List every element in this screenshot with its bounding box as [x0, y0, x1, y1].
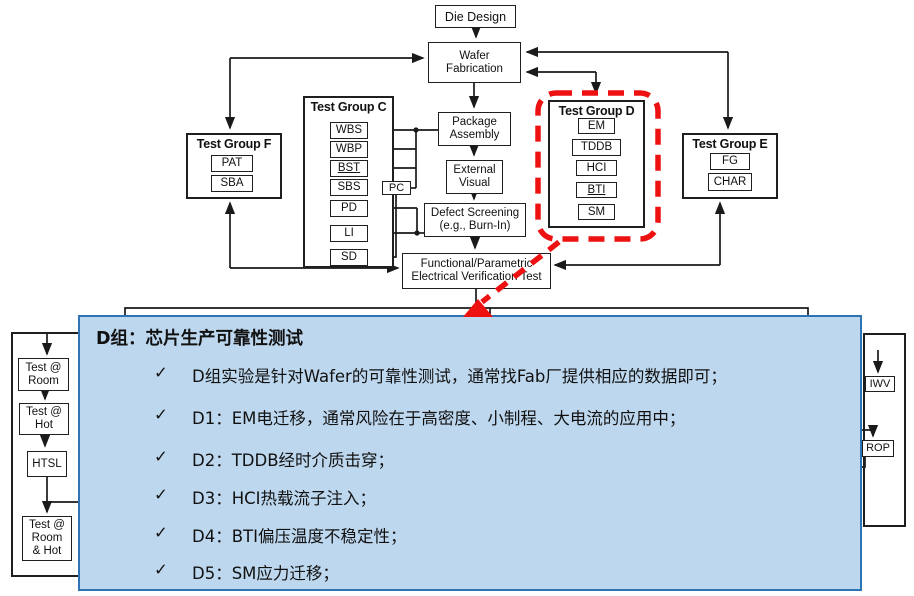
group-d-item-tddb: TDDB — [572, 139, 621, 156]
right-node-iwv: IWV — [865, 376, 895, 392]
left-node-test-hot: Test @ Hot — [19, 403, 69, 435]
callout-bullet-text: D2：TDDB经时介质击穿； — [192, 451, 395, 470]
right-flow-container — [863, 333, 906, 527]
node-die-design: Die Design — [435, 5, 516, 28]
node-functional-test: Functional/Parametric Electrical Verific… — [402, 253, 551, 289]
callout-bullet-text: D5：SM应力迁移； — [192, 564, 339, 583]
group-d-item-sm: SM — [578, 204, 615, 220]
node-external-visual: External Visual — [446, 160, 503, 194]
node-pc: PC — [382, 181, 411, 195]
check-icon: ✓ — [154, 405, 168, 424]
node-defect-screening: Defect Screening (e.g., Burn-In) — [424, 203, 526, 237]
callout-bullet-text: D3：HCI热载流子注入； — [192, 489, 376, 508]
check-icon: ✓ — [154, 560, 168, 579]
callout-title: D组：芯片生产可靠性测试 — [96, 329, 304, 349]
callout-bullet-text: D1：EM电迁移，通常风险在于高密度、小制程、大电流的应用中； — [192, 409, 686, 428]
group-c-item-sd: SD — [330, 249, 368, 266]
left-node-htsl: HTSL — [27, 451, 67, 477]
left-node-test-room: Test @ Room — [18, 358, 69, 391]
group-c-item-pd: PD — [330, 200, 368, 217]
group-f-title: Test Group F — [196, 137, 272, 151]
group-d-item-em: EM — [578, 118, 615, 134]
group-d-item-hci: HCI — [576, 160, 617, 176]
junction-dot — [414, 230, 420, 236]
group-c-title: Test Group C — [310, 100, 387, 114]
callout-bullet-text: D组实验是针对Wafer的可靠性测试，通常找Fab厂提供相应的数据即可； — [192, 367, 727, 386]
group-c-item-li: LI — [330, 225, 368, 242]
group-c-item-bst: BST — [330, 160, 368, 177]
group-e-title: Test Group E — [692, 137, 768, 151]
junction-dot — [413, 127, 419, 133]
group-f-item-pat: PAT — [211, 155, 253, 172]
group-c-item-sbs: SBS — [330, 179, 368, 196]
group-e-item-char: CHAR — [708, 173, 752, 191]
check-icon: ✓ — [154, 485, 168, 504]
left-node-test-room-hot: Test @ Room & Hot — [22, 516, 72, 561]
node-wafer-fabrication: Wafer Fabrication — [428, 42, 521, 83]
callout-bullet-text: D4：BTI偏压温度不稳定性； — [192, 527, 407, 546]
callout-group-d: D组：芯片生产可靠性测试 ✓ D组实验是针对Wafer的可靠性测试，通常找Fab… — [78, 315, 862, 591]
check-icon: ✓ — [154, 523, 168, 542]
group-c-item-wbp: WBP — [330, 141, 368, 158]
group-e-item-fg: FG — [710, 153, 750, 170]
group-c-item-wbs: WBS — [330, 122, 368, 139]
right-node-rop: ROP — [862, 440, 894, 457]
group-d-item-bti: BTI — [576, 182, 617, 198]
check-icon: ✓ — [154, 447, 168, 466]
group-d-title: Test Group D — [558, 104, 635, 118]
node-package-assembly: Package Assembly — [438, 112, 511, 146]
check-icon: ✓ — [154, 363, 168, 382]
group-f-item-sba: SBA — [211, 175, 253, 192]
